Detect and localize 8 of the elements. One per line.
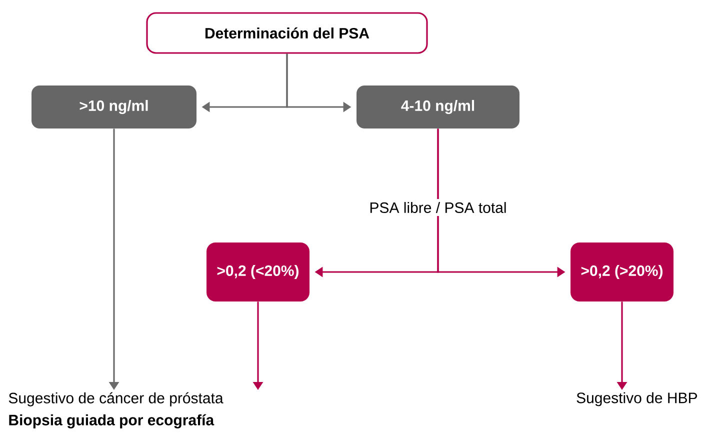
- range-box: 4-10 ng/ml: [356, 86, 520, 128]
- ratio-box: >0,2 (>20%): [570, 242, 674, 302]
- range-box: >10 ng/ml: [32, 86, 196, 128]
- edge-label: PSA libre / PSA total: [366, 199, 510, 216]
- ratio-box: >0,2 (<20%): [206, 242, 310, 302]
- start-box: Determinación del PSA: [146, 12, 428, 54]
- result-text: Sugestivo de cáncer de próstata Biopsia guiada por ecografía: [8, 392, 224, 428]
- result-text: Sugestivo de HBP: [576, 392, 697, 406]
